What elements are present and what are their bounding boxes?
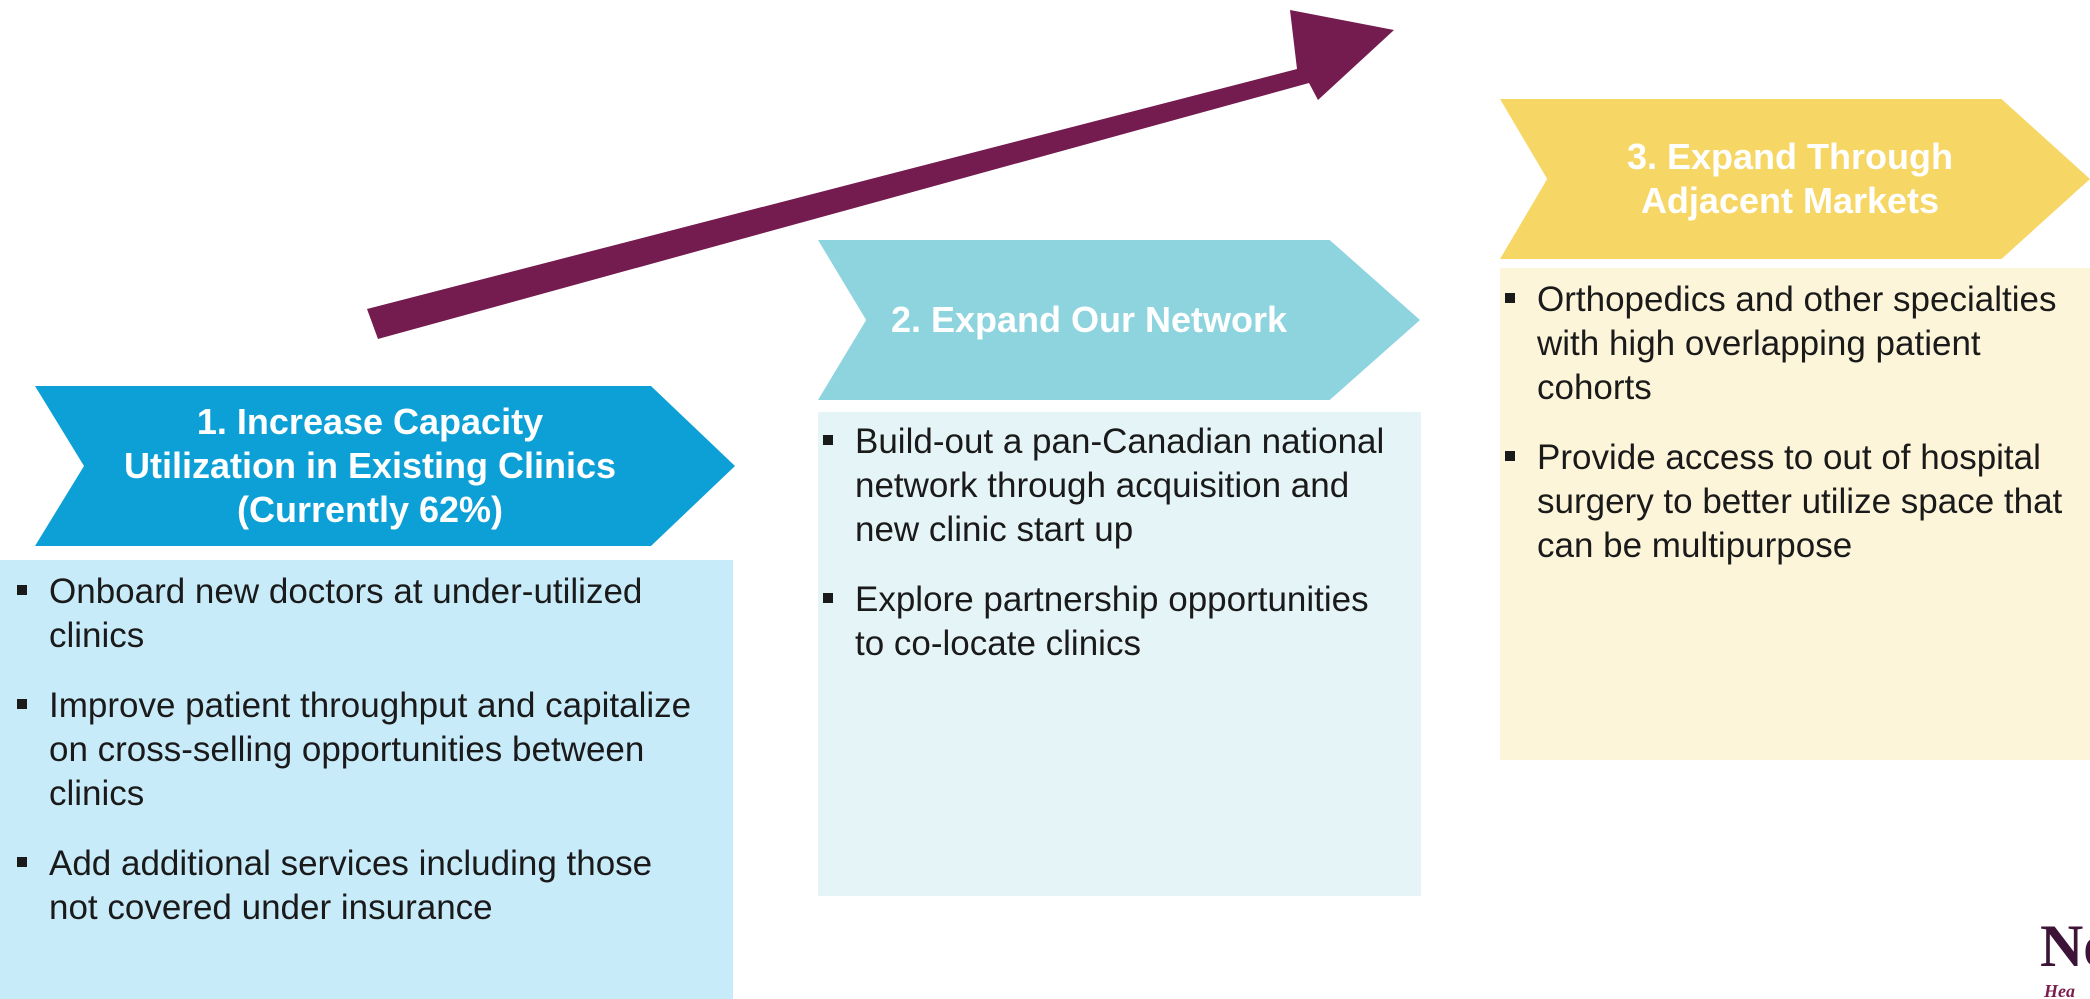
step-2-panel — [818, 412, 1421, 896]
step-1-title: 1. Increase Capacity Utilization in Exis… — [123, 401, 617, 530]
step-3-bullet: Orthopedics and other specialties with h… — [1505, 278, 2087, 410]
step-1-bullet: Add additional services including those … — [17, 842, 699, 930]
step-3-chevron: 3. Expand Through Adjacent Markets — [1500, 99, 2090, 259]
step-2-bullet: Explore partnership opportunities to co-… — [823, 578, 1395, 666]
step-3-panel — [1500, 268, 2090, 760]
step-3-bullet: Provide access to out of hospital surger… — [1505, 436, 2087, 568]
growth-arrow-shape — [367, 10, 1394, 339]
step-3-bullet-list: Orthopedics and other specialties with h… — [1505, 278, 2087, 594]
company-logo-text: Ne — [2040, 913, 2090, 979]
step-2-bullet-list: Build-out a pan-Canadian national networ… — [823, 420, 1395, 692]
step-1-chevron: 1. Increase Capacity Utilization in Exis… — [35, 386, 735, 546]
step-1-bullet-list: Onboard new doctors at under-utilized cl… — [17, 570, 699, 956]
step-2-title: 2. Expand Our Network — [890, 299, 1288, 341]
step-1-panel — [0, 560, 733, 999]
step-2-chevron: 2. Expand Our Network — [818, 240, 1420, 400]
step-1-bullet: Onboard new doctors at under-utilized cl… — [17, 570, 699, 658]
step-3-title: 3. Expand Through Adjacent Markets — [1626, 136, 1953, 221]
step-1-bullet: Improve patient throughput and capitaliz… — [17, 684, 699, 816]
step-2-bullet: Build-out a pan-Canadian national networ… — [823, 420, 1395, 552]
company-logo-subtext: Hea — [2044, 981, 2075, 999]
